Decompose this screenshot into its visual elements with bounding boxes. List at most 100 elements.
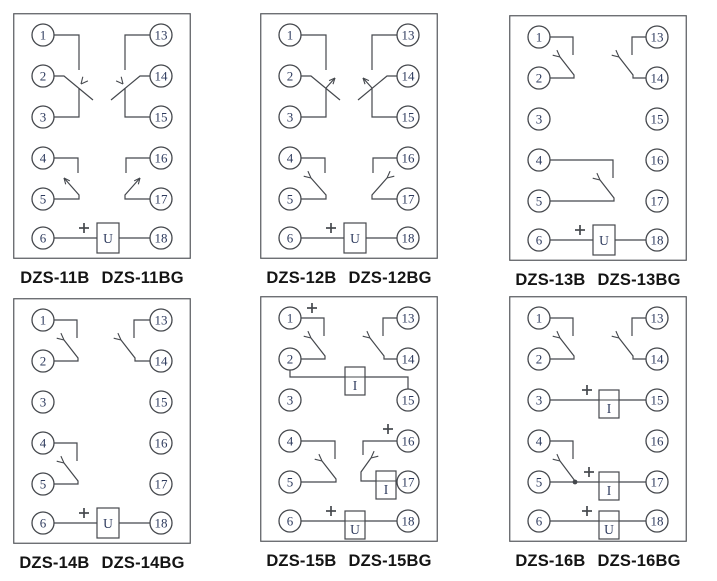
terminal-circle	[396, 388, 420, 412]
terminal-circle	[31, 390, 55, 414]
coil-box	[344, 366, 366, 396]
terminal-circle	[278, 347, 302, 371]
terminal-circle	[149, 349, 173, 373]
wire-path	[301, 34, 327, 70]
coil-letter: U	[103, 516, 113, 531]
wire-path	[301, 440, 336, 459]
terminal-number: 16	[402, 151, 416, 166]
coil-letter: I	[607, 401, 612, 416]
coil-letter: U	[350, 522, 360, 537]
terminal-circle	[527, 189, 551, 213]
terminal-circle	[278, 23, 302, 47]
terminal-circle	[527, 107, 551, 131]
contact-fork-icon	[386, 175, 395, 179]
model-label: DZS-14BG	[101, 554, 185, 572]
terminal-circle	[396, 64, 420, 88]
contact-fork-icon	[60, 332, 65, 341]
arrow-icon	[63, 177, 67, 185]
model-label: DZS-16BG	[597, 552, 681, 570]
contact-fork-icon	[366, 330, 371, 339]
wire-path	[54, 88, 80, 118]
contact-fork-icon	[307, 170, 312, 179]
terminal-circle	[396, 347, 420, 371]
terminal-number: 18	[155, 231, 168, 246]
contact-fork-icon	[615, 330, 620, 339]
wire-path	[301, 75, 341, 101]
wire-path	[54, 75, 94, 101]
contact-fork-icon	[362, 335, 371, 339]
panel-border	[509, 296, 687, 542]
contact-fork-icon	[56, 460, 65, 464]
terminal-number: 5	[40, 477, 47, 492]
terminal-circle	[645, 148, 669, 172]
contact-fork-icon	[117, 332, 122, 341]
model-label: DZS-15BG	[348, 552, 432, 570]
arrow-icon	[328, 77, 336, 82]
terminal-circle	[396, 105, 420, 129]
contact-fork-icon	[115, 80, 124, 85]
contact-fork-icon	[56, 337, 65, 341]
wire-path	[372, 157, 397, 173]
terminal-circle	[31, 472, 55, 496]
terminal-circle	[278, 388, 302, 412]
contact-fork-icon	[60, 455, 65, 464]
wire-path	[371, 88, 397, 118]
contact-fork-icon	[552, 458, 561, 462]
panel-border	[13, 13, 191, 259]
coil-letter: I	[353, 378, 358, 393]
terminal-circle	[527, 228, 551, 252]
terminal-circle	[31, 226, 55, 250]
terminal-circle	[396, 23, 420, 47]
wire-path	[360, 457, 376, 482]
terminal-number: 6	[287, 231, 294, 246]
contact-fork-icon	[120, 76, 124, 85]
terminal-number: 13	[402, 311, 415, 326]
arrow-icon	[362, 77, 370, 82]
terminal-number: 17	[155, 477, 169, 492]
contact-fork-icon	[307, 330, 312, 339]
terminal-number: 15	[651, 393, 664, 408]
terminal-circle	[645, 388, 669, 412]
terminal-circle	[278, 226, 302, 250]
terminal-circle	[278, 509, 302, 533]
wire-path	[301, 460, 337, 483]
terminal-circle	[645, 25, 669, 49]
model-label: DZS-11BG	[101, 269, 184, 287]
terminal-number: 3	[536, 393, 543, 408]
terminal-circle	[527, 509, 551, 533]
coil-letter: I	[384, 482, 389, 497]
wire-path	[54, 339, 79, 362]
terminal-circle	[527, 306, 551, 330]
wire-path	[54, 157, 79, 173]
terminal-number: 5	[536, 475, 543, 490]
terminal-number: 3	[40, 395, 47, 410]
terminal-circle	[278, 64, 302, 88]
wire-path	[550, 36, 574, 55]
terminal-number: 6	[287, 514, 294, 529]
terminal-number: 6	[40, 231, 47, 246]
terminal-circle	[396, 146, 420, 170]
wire-path	[301, 88, 327, 118]
terminal-circle	[31, 187, 55, 211]
terminal-circle	[31, 105, 55, 129]
coil-letter: U	[599, 233, 609, 248]
terminal-number: 6	[536, 514, 543, 529]
model-label: DZS-16B	[515, 552, 586, 570]
terminal-circle	[278, 429, 302, 453]
contact-fork-icon	[556, 49, 561, 58]
contact-fork-icon	[303, 175, 312, 179]
wire-path	[362, 440, 397, 455]
terminal-number: 2	[536, 352, 543, 367]
terminal-circle	[149, 105, 173, 129]
terminal-number: 3	[40, 110, 47, 125]
coil-letter: I	[607, 483, 612, 498]
wire-path	[550, 56, 575, 79]
terminal-number: 16	[155, 151, 169, 166]
wire-path	[369, 337, 397, 360]
terminal-number: 18	[651, 514, 664, 529]
